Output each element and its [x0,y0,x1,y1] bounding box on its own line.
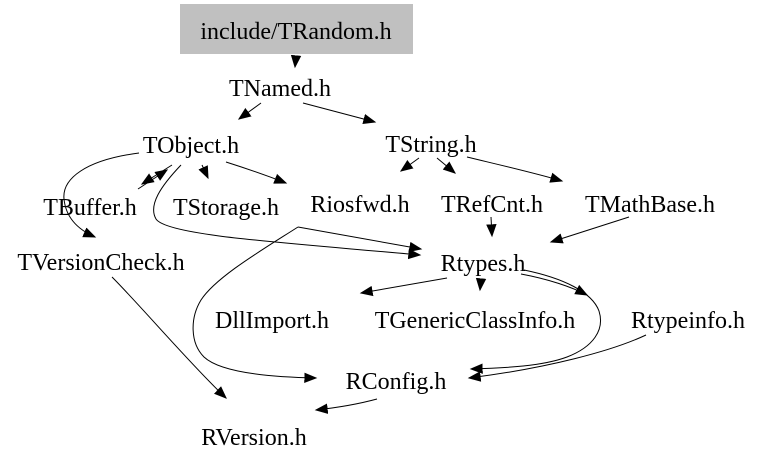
edge-tstring-to-tmathbase [466,156,564,183]
edge-tobject-to-rtypes [153,164,422,260]
node-rtypes-h[interactable]: Rtypes.h [441,251,526,277]
node-tobject-h[interactable]: TObject.h [143,133,239,159]
node-rversion-h[interactable]: RVersion.h [201,425,306,451]
node-include-trandom-h[interactable]: include/TRandom.h [200,19,391,45]
node-riosfwd-h[interactable]: Riosfwd.h [310,192,409,218]
edge-tmathbase-to-rtypes [549,216,630,244]
node-rtypeinfo-h[interactable]: Rtypeinfo.h [631,308,745,334]
edge-trandom-to-tnamed [290,54,302,69]
node-trefcnt-h[interactable]: TRefCnt.h [441,192,543,218]
edge-rtypes-to-rconfig [469,269,601,374]
node-tbuffer-h[interactable]: TBuffer.h [43,195,137,221]
edge-rtypeinfo-to-rconfig [467,334,647,382]
edge-tnamed-to-tobject [237,102,262,120]
edge-trefcnt-to-rtypes [486,216,497,238]
edge-tstring-to-trefcnt [436,157,456,174]
root-node-highlight-box [180,4,413,54]
edge-rtypes-to-dllimport [359,277,448,297]
edge-tobject-to-riosfwd [225,161,288,184]
edge-rtypes-to-tgenericclassinfo [475,277,487,292]
edge-tversioncheck-to-rversion [111,276,227,399]
node-tgenericclassinfo-h[interactable]: TGenericClassInfo.h [375,308,576,334]
edge-tobject-to-tstorage [198,164,209,180]
edge-rconfig-to-rversion [314,398,378,414]
node-tnamed-h[interactable]: TNamed.h [229,76,331,102]
node-layer: include/TRandom.h TNamed.h TObject.h TSt… [17,19,745,451]
edge-tnamed-to-tstring [302,102,377,125]
edge-riosfwd-to-rtypes [297,226,423,253]
edge-riosfwd-to-rconfig [192,226,318,383]
edge-tobject-to-tversioncheck [63,152,140,238]
node-rconfig-h[interactable]: RConfig.h [346,369,447,395]
node-tstorage-h[interactable]: TStorage.h [173,195,279,221]
edge-layer [63,54,647,414]
node-tmathbase-h[interactable]: TMathBase.h [585,192,715,218]
node-tstring-h[interactable]: TString.h [385,132,476,158]
node-tversioncheck-h[interactable]: TVersionCheck.h [17,250,184,276]
node-dllimport-h[interactable]: DllImport.h [215,308,329,334]
edge-rtypes-to-rtypeinfo [520,273,589,296]
edge-tstring-to-riosfwd [399,157,420,172]
edge-tbuffer-to-tobject [137,169,169,190]
